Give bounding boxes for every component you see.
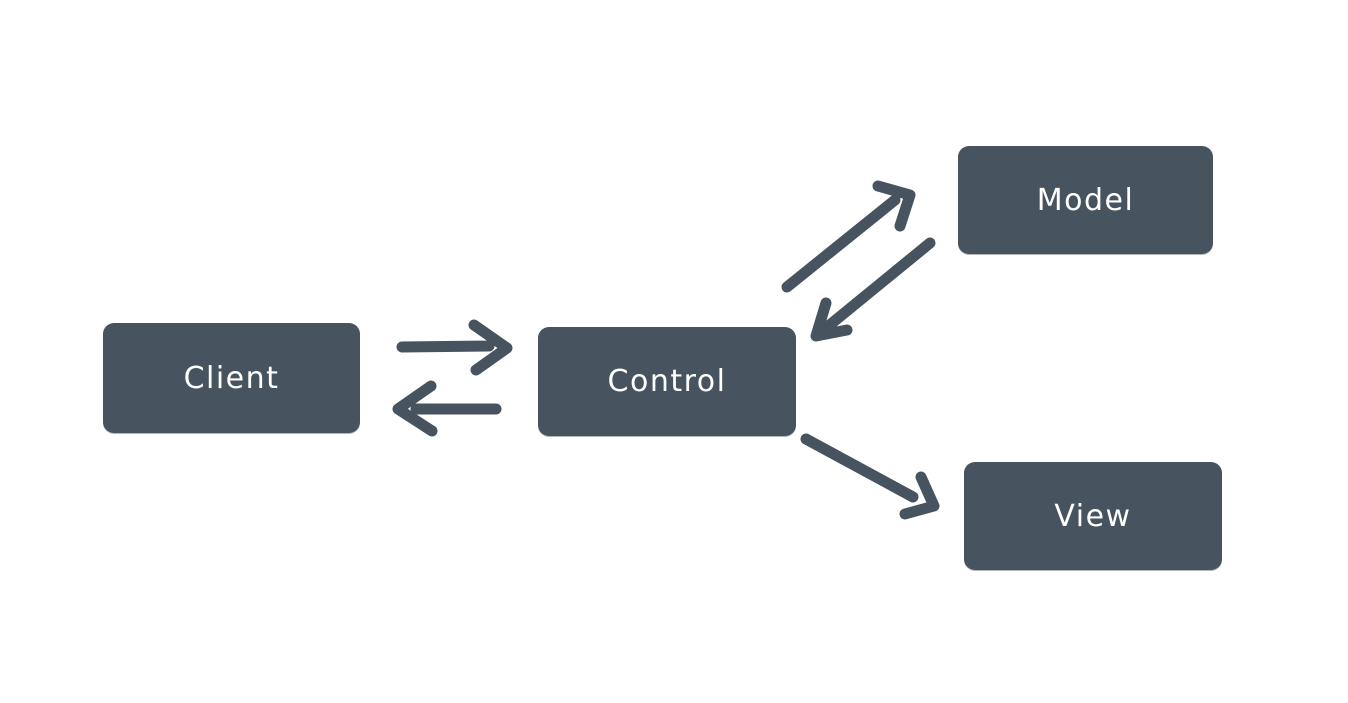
node-control-label: Control: [607, 364, 727, 399]
node-view-label: View: [1054, 498, 1132, 534]
arrow-control-to-view: [800, 433, 940, 520]
arrow-control-to-model: [781, 180, 916, 293]
arrow-model-to-control: [810, 237, 936, 342]
node-model: Model: [958, 146, 1213, 254]
arrow-control-to-client: [392, 380, 502, 437]
node-model-label: Model: [1036, 182, 1135, 218]
node-control: Control: [538, 327, 796, 436]
node-client: Client: [103, 323, 360, 433]
arrow-client-to-control: [396, 319, 513, 376]
node-client-label: Client: [183, 360, 280, 396]
node-view: View: [964, 462, 1222, 570]
